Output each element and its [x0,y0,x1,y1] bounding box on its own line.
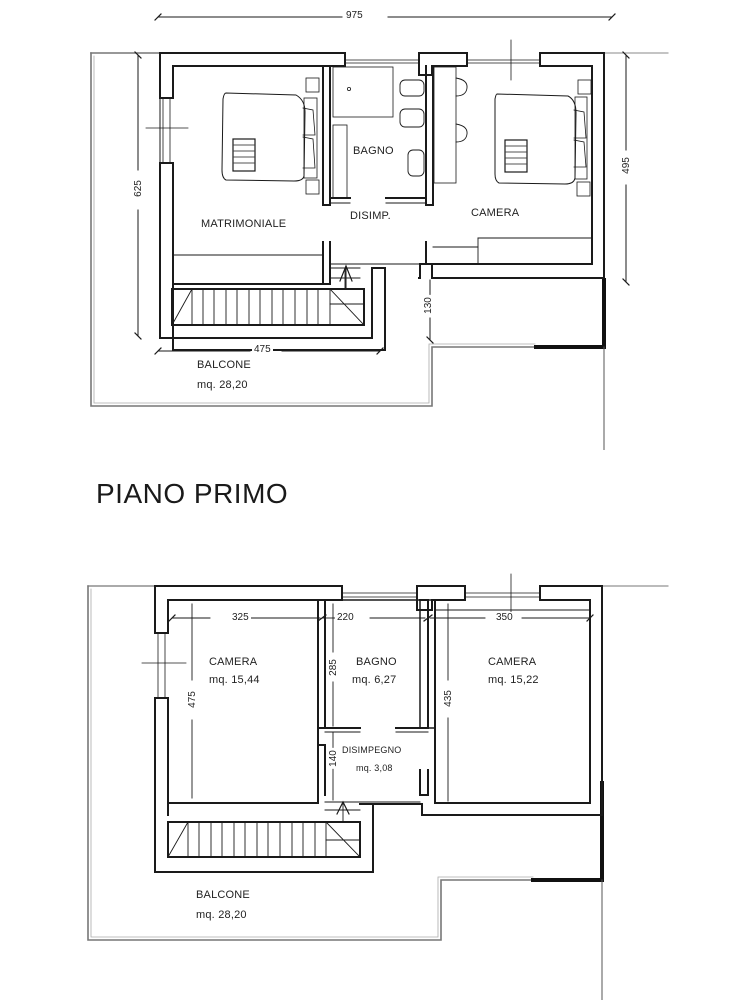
room-label-bedroom: CAMERA [471,207,520,219]
height-dimension-bedroom-left: 475 [186,689,198,710]
room-label-bedroom-right: CAMERA [488,656,537,668]
balcony-width-dimension: 475 [252,344,273,355]
balcony-label: BALCONE [197,359,251,371]
room-area-bedroom-left: mq. 15,44 [209,674,260,686]
room-label-master-bedroom: MATRIMONIALE [201,218,287,230]
floor-title: PIANO PRIMO [96,478,289,509]
room-label-hallway: DISIMPEGNO [342,745,402,755]
height-dimension-hallway: 140 [327,748,339,769]
floor-plan-furnished: 975 625 495 475 130 MATRIMONIALE BAGNO D… [0,0,750,450]
room-area-bathroom: mq. 6,27 [352,674,397,686]
floor-plan-dimensioned: 325 220 350 475 285 140 435 CAMERA mq. 1… [0,570,750,1000]
balcony-area: mq. 28,20 [196,909,247,921]
balcony-area: mq. 28,20 [197,379,248,391]
balcony-label: BALCONE [196,889,250,901]
right-height-dimension: 495 [620,155,632,176]
width-dimension-bedroom-right: 350 [494,612,515,623]
overall-width-dimension: 975 [344,10,365,21]
width-dimension-bathroom: 220 [335,612,356,623]
room-label-bathroom: BAGNO [356,656,397,668]
balcony-setback-dimension: 130 [422,295,434,316]
room-label-bedroom-left: CAMERA [209,656,258,668]
floor-plan-furnished-drawing [90,13,669,450]
room-area-hallway: mq. 3,08 [356,763,393,773]
width-dimension-bedroom-left: 325 [230,612,251,623]
left-height-dimension: 625 [132,178,144,199]
room-area-bedroom-right: mq. 15,22 [488,674,539,686]
room-label-bathroom: BAGNO [353,145,394,157]
room-label-hallway: DISIMP. [350,210,391,222]
height-dimension-bathroom: 285 [327,657,339,678]
floor-plan-dimensioned-drawing [87,573,669,1000]
height-dimension-bedroom-right: 435 [442,688,454,709]
